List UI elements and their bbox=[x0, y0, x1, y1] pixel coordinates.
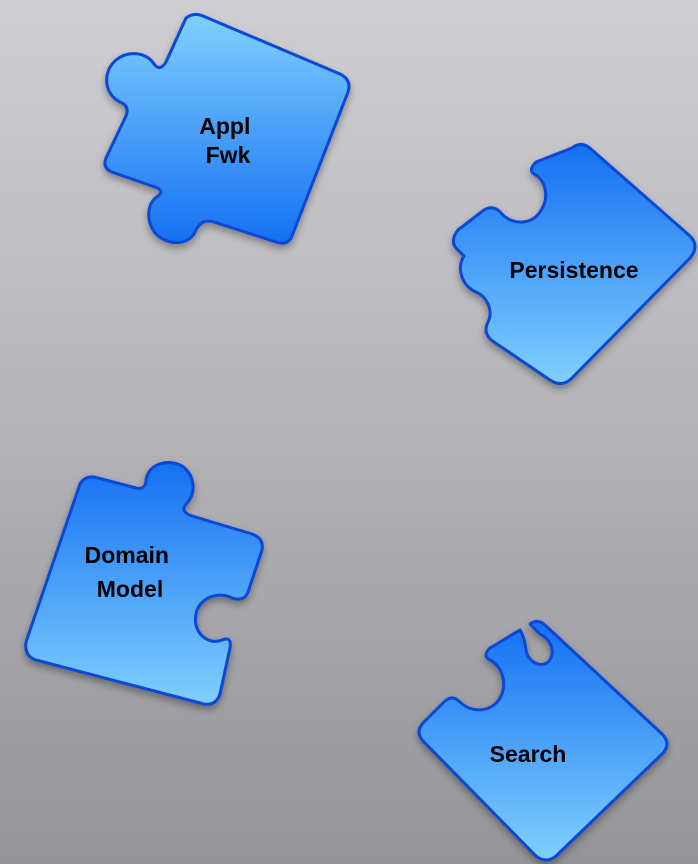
piece-label-appl-fwk: Appl Fwk bbox=[199, 113, 257, 168]
puzzle-piece-search: Search bbox=[417, 619, 669, 862]
piece-label-line: Search bbox=[490, 741, 567, 767]
puzzle-piece-persistence: Persistence bbox=[451, 143, 697, 385]
piece-label-domain-model: Domain Model bbox=[85, 542, 176, 602]
piece-label-line: Fwk bbox=[206, 142, 251, 168]
puzzle-piece-domain-model: Domain Model bbox=[24, 461, 264, 706]
puzzle-piece-appl-fwk: Appl Fwk bbox=[103, 12, 351, 245]
piece-label-line: Persistence bbox=[509, 257, 638, 283]
piece-label-line: Appl bbox=[199, 113, 250, 139]
piece-label-line: Domain bbox=[85, 542, 169, 568]
piece-label-line: Model bbox=[97, 576, 163, 602]
piece-label-persistence: Persistence bbox=[509, 257, 638, 283]
piece-label-search: Search bbox=[490, 741, 567, 767]
